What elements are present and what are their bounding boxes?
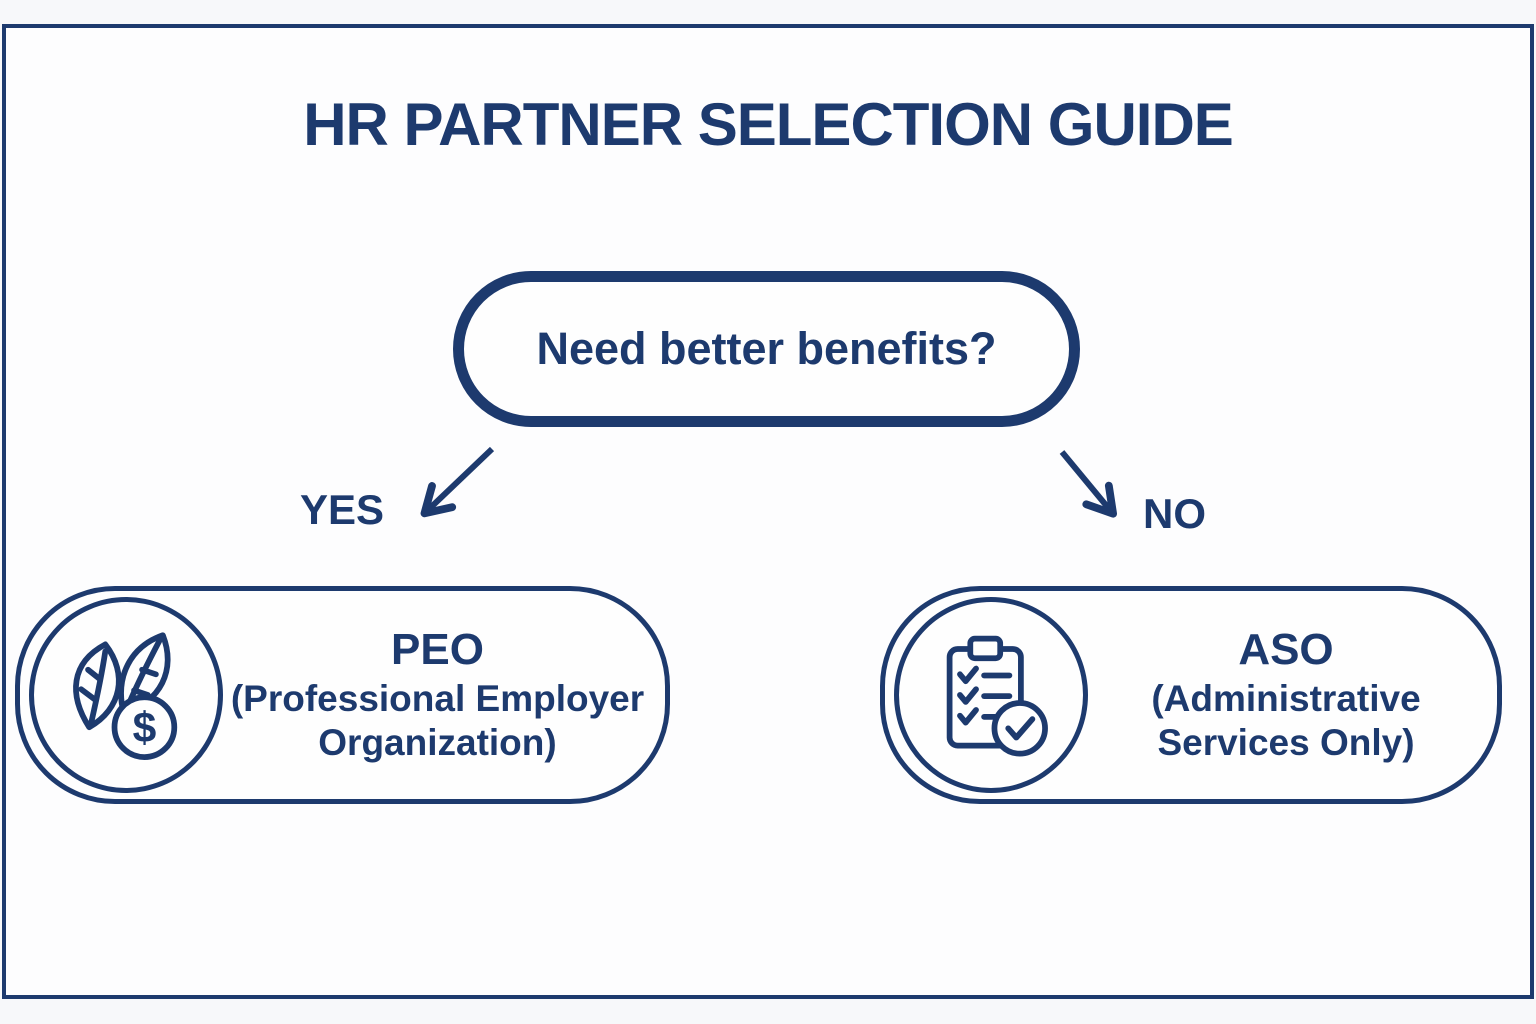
clipboard-check-icon (946, 635, 1048, 757)
aso-icon-circle (894, 597, 1088, 793)
peo-subtitle-line1: (Professional Employer (230, 678, 645, 720)
peo-title: PEO (391, 625, 484, 675)
aso-subtitle-line2: Services Only) (1157, 722, 1415, 764)
peo-subtitle-line2: Organization) (318, 722, 557, 764)
aso-subtitle-line1: (Administrative (1151, 678, 1421, 720)
decision-question: Need better benefits? (536, 323, 997, 374)
yes-branch-label: YES (300, 486, 385, 533)
peo-icon-circle: $ (29, 597, 223, 793)
decision-node: Need better benefits? (453, 271, 1080, 427)
peo-node: $ PEO (Professional Employer Organizatio… (15, 586, 670, 804)
page-title: HR PARTNER SELECTION GUIDE (303, 91, 1234, 158)
dollar-symbol: $ (133, 704, 157, 752)
aso-text: ASO (Administrative Services Only) (1090, 624, 1482, 766)
leaves-dollar-icon: $ (73, 632, 178, 760)
aso-node: ASO (Administrative Services Only) (880, 586, 1502, 804)
aso-title: ASO (1238, 625, 1334, 675)
diagram-frame (2, 24, 1534, 999)
no-branch-label: NO (1143, 490, 1206, 537)
peo-text: PEO (Professional Employer Organization) (225, 624, 650, 766)
